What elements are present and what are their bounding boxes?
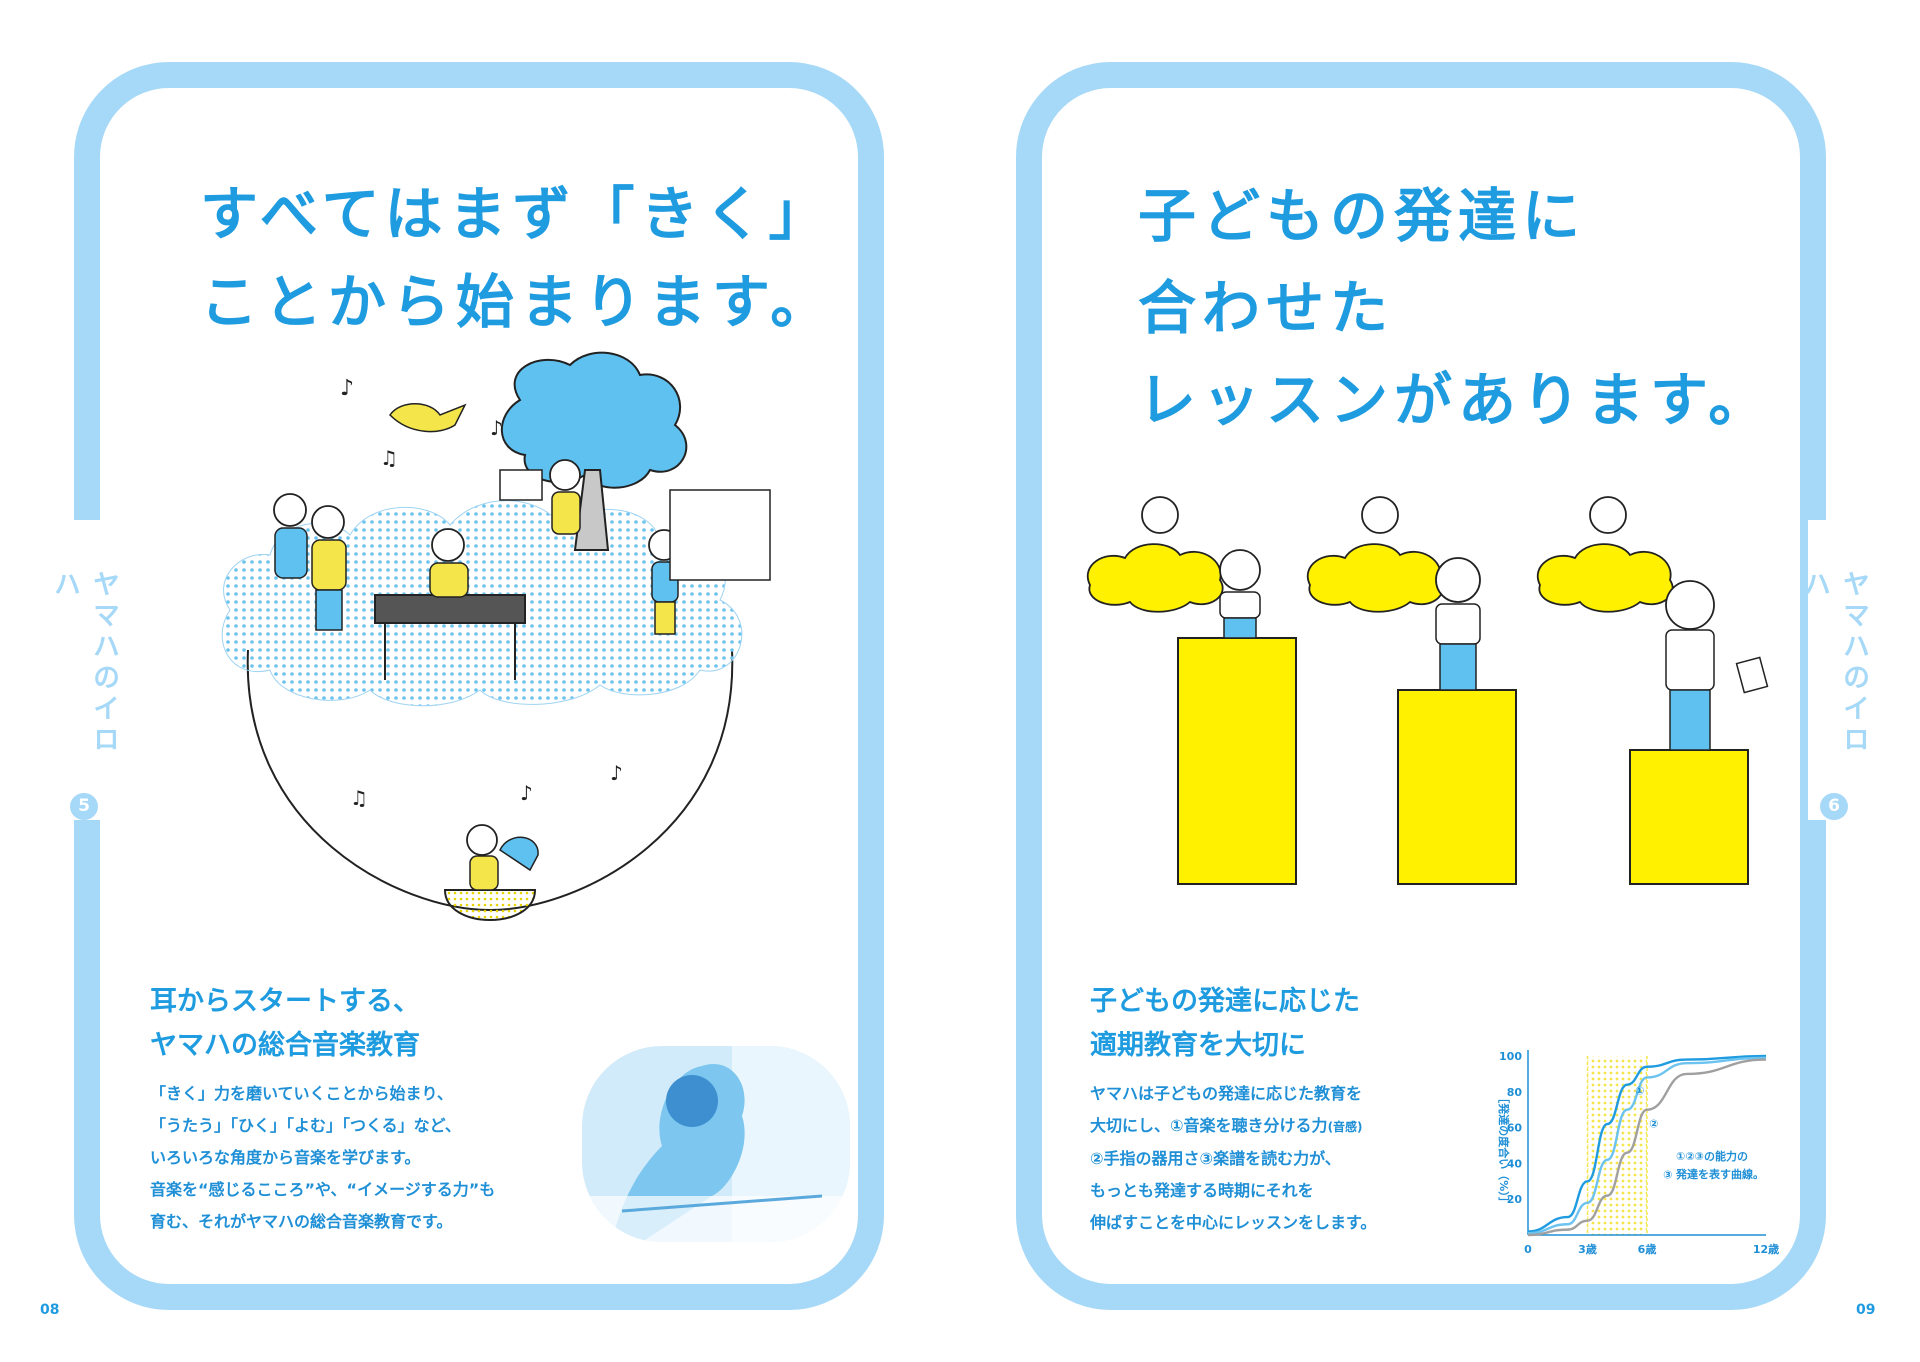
chart-axes (1527, 1050, 1766, 1236)
right-side-number: 6 (1820, 792, 1848, 820)
right-side-label: ヤマハのイロハ 6 (1799, 520, 1869, 820)
series-label-2: ② (1649, 1118, 1658, 1131)
left-side-label-text: ヤマハのイロハ (49, 570, 119, 756)
y-tick-labels: 20 40 60 80 100 (1499, 1050, 1522, 1206)
left-body-line-4: 音楽を“感じるこころ”や、“イメージする力”も (150, 1180, 496, 1199)
child-playing-keyboard-photo (582, 1046, 850, 1242)
y-tick-label: 60 (1507, 1122, 1523, 1135)
series-line-2 (1527, 1056, 1767, 1235)
x-tick-label: 0 (1524, 1243, 1532, 1256)
right-side-label-text: ヤマハのイロハ (1799, 570, 1869, 756)
right-body-line-2: 大切にし、①音楽を聴き分ける力 (1090, 1116, 1328, 1135)
svg-text:♪: ♪ (340, 376, 354, 401)
svg-text:♫: ♫ (380, 446, 398, 470)
x-tick-label: 6歳 (1638, 1242, 1657, 1256)
page-number-right: 09 (1856, 1302, 1876, 1318)
left-subhead-line-1: 耳からスタートする、 (150, 986, 420, 1017)
x-tick-label: 3歳 (1578, 1242, 1597, 1256)
svg-text:♪: ♪ (490, 416, 503, 440)
left-body-line-5: 育む、それがヤマハの総合音楽教育です。 (150, 1212, 453, 1231)
chart-annotation-line-1: ①②③の能力の (1676, 1149, 1748, 1163)
x-tick-label: 12歳 (1753, 1242, 1779, 1256)
y-tick-label: 80 (1507, 1086, 1523, 1099)
series-line-1 (1527, 1054, 1767, 1233)
svg-text:♫: ♫ (350, 786, 368, 810)
right-body-line-3: ②手指の器用さ③楽譜を読む力が、 (1090, 1149, 1341, 1168)
development-curve-chart: 20 40 60 80 100 0 3歳 6歳 12歳 ① ② ③ ［発達の度合い（%）］ ①②③… (1497, 1050, 1779, 1256)
left-side-number: 5 (70, 792, 98, 820)
x-tick-labels: 0 3歳 6歳 12歳 (1524, 1242, 1779, 1256)
series-labels: ① ② ③ (1635, 1085, 1672, 1182)
y-axis-label: ［発達の度合い（%）］ (1497, 1092, 1511, 1208)
y-tick-label: 40 (1507, 1157, 1523, 1170)
chart-series (1527, 1054, 1767, 1237)
right-body-line-1: ヤマハは子どもの発達に応じた教育を (1090, 1084, 1363, 1103)
right-headline-line-3: レッスンがあります。 (1138, 366, 1773, 434)
series-line-3 (1527, 1058, 1767, 1237)
left-body-text: 「きく」力を磨いていくことから始まり、 「うたう」「ひく」「よむ」「つくる」など… (150, 1078, 495, 1238)
page-number-left: 08 (40, 1302, 60, 1318)
y-tick-label: 20 (1507, 1193, 1523, 1206)
left-subhead: 耳からスタートする、 ヤマハの総合音楽教育 (150, 980, 420, 1068)
right-headline: 子どもの発達に 合わせた レッスンがあります。 (1138, 170, 1772, 446)
right-subhead-line-2: 適期教育を大切に (1090, 1030, 1306, 1061)
right-subhead: 子どもの発達に応じた 適期教育を大切に (1090, 980, 1360, 1068)
left-side-label: ヤマハのイロハ 5 (49, 520, 119, 820)
right-headline-line-1: 子どもの発達に (1138, 182, 1587, 250)
left-body-line-2: 「うたう」「ひく」「よむ」「つくる」など、 (150, 1116, 461, 1135)
growth-podium-illustration (1087, 496, 1769, 885)
right-body-line-5: 伸ばすことを中心にレッスンをします。 (1090, 1213, 1377, 1232)
series-label-3: ③ (1663, 1169, 1672, 1182)
left-body-line-3: いろいろな角度から音楽を学びます。 (150, 1148, 421, 1167)
y-tick-label: 100 (1499, 1050, 1522, 1063)
left-subhead-line-2: ヤマハの総合音楽教育 (150, 1030, 420, 1061)
right-subhead-line-1: 子どもの発達に応じた (1090, 986, 1360, 1017)
right-body-line-2-note: (音感) (1327, 1120, 1363, 1134)
left-headline-line-2: ことから始まります。 (200, 268, 835, 336)
right-body-text: ヤマハは子どもの発達に応じた教育を 大切にし、①音楽を聴き分ける力(音感) ②手… (1090, 1078, 1376, 1239)
series-label-1: ① (1635, 1085, 1644, 1098)
right-body-line-4: もっとも発達する時期にそれを (1090, 1181, 1314, 1200)
music-garden-illustration: ♪ ♪ ♫ ♫ ♪ ♪ (221, 351, 771, 921)
svg-text:♪: ♪ (520, 781, 533, 805)
left-headline-line-1: すべてはまず「きく」 (200, 180, 833, 248)
svg-text:♪: ♪ (610, 761, 623, 785)
chart-annotation-line-2: 発達を表す曲線。 (1675, 1167, 1764, 1181)
right-headline-line-2: 合わせた (1138, 274, 1395, 342)
left-headline: すべてはまず「きく」 ことから始まります。 (200, 170, 834, 346)
left-body-line-1: 「きく」力を磨いていくことから始まり、 (150, 1084, 453, 1103)
